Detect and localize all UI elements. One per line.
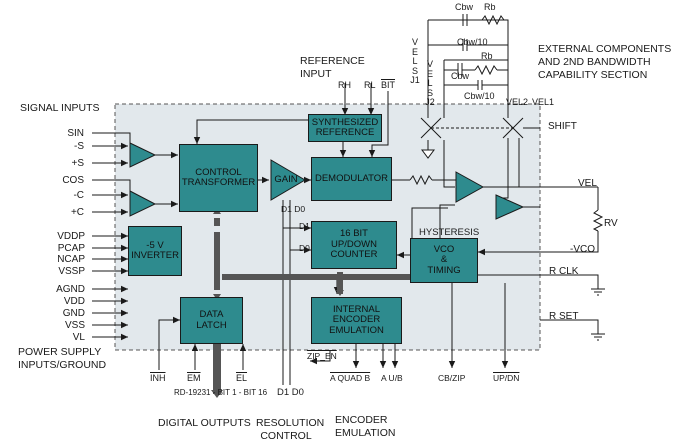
ref-pin-rl: RL: [364, 80, 376, 90]
inverter-block: -5 V INVERTER: [128, 226, 182, 276]
power-vl: VL: [72, 332, 85, 343]
digital-outputs-label: DIGITAL OUTPUTS: [158, 417, 251, 429]
pin-a-u-b: A U/B: [381, 373, 403, 383]
cbw-label-2: Cbw: [451, 71, 470, 81]
synthesized-reference-block: SYNTHESIZED REFERENCE: [308, 114, 382, 142]
input-cos: COS: [62, 175, 84, 186]
power-heading-2: INPUTS/GROUND: [18, 359, 107, 371]
rd-part-label: RD-19231 - BIT 1 - BIT 16: [174, 388, 268, 397]
vel1-label: VEL1: [532, 97, 555, 107]
pin-a-quad-b: A QUAD B: [330, 373, 371, 383]
d0-label: D0: [299, 243, 310, 253]
external-heading-1: EXTERNAL COMPONENTS: [538, 43, 672, 55]
external-heading-2: AND 2ND BANDWIDTH: [538, 56, 651, 68]
gain-block-label: GAIN: [274, 173, 298, 185]
ref-pin-bit: BIT: [381, 80, 396, 90]
cbw-label-1: Cbw: [455, 2, 474, 12]
hysteresis-label: HYSTERESIS: [419, 227, 480, 238]
pin-el: EL: [236, 373, 248, 383]
neg-vco-label: -VCO: [570, 244, 595, 255]
power-pcap: PCAP: [57, 243, 85, 254]
signal-inputs-heading: SIGNAL INPUTS: [20, 102, 100, 114]
power-vddp: VDDP: [57, 231, 85, 242]
input-neg-s: -S: [74, 141, 84, 152]
internal-bus: [211, 208, 410, 398]
cbw10-label-2: Cbw/10: [464, 91, 495, 101]
shift-label: SHIFT: [548, 121, 577, 132]
input-neg-c: -C: [73, 190, 84, 201]
rb-label-1: Rb: [484, 2, 496, 12]
data-latch-block: DATA LATCH: [180, 297, 243, 344]
rset-label: R SET: [549, 311, 579, 322]
cos-line: [92, 179, 131, 194]
ref-pin-rh: RH: [338, 80, 351, 90]
reference-input-heading-2: INPUT: [300, 68, 332, 80]
counter-block: 16 BIT UP/DOWN COUNTER: [311, 221, 397, 269]
vel-label: VEL: [578, 178, 597, 189]
velsj1-label: VELSJ1: [410, 37, 420, 86]
reference-input-heading-1: REFERENCE: [300, 55, 365, 67]
power-gnd: GND: [62, 308, 85, 319]
vel2-amp: [495, 194, 525, 220]
vel2-label: VEL2: [506, 97, 529, 107]
power-ncap: NCAP: [57, 254, 85, 265]
gain-amp: [270, 159, 306, 201]
demodulator-block: DEMODULATOR: [311, 157, 392, 201]
power-heading-1: POWER SUPPLY: [18, 346, 102, 358]
pin-inh: INH: [150, 373, 166, 383]
power-vdd: VDD: [63, 296, 85, 307]
cosine-amp: [129, 190, 157, 217]
encoder-emulation-label-2: EMULATION: [335, 427, 396, 439]
input-pos-c: +C: [70, 207, 84, 218]
rclk-label: R CLK: [549, 266, 579, 277]
velsj2-label: VELSJ2: [425, 59, 435, 108]
vco-timing-block: VCO & TIMING: [410, 238, 478, 283]
power-vssp: VSSP: [58, 266, 85, 277]
cbw10-label-1: Cbw/10: [457, 37, 488, 47]
power-agnd: AGND: [56, 284, 85, 295]
rb-label-2: Rb: [481, 51, 493, 61]
control-transformer-block: CONTROL TRANSFORMER: [179, 144, 258, 212]
encoder-emulation-label-1: ENCODER: [335, 414, 388, 426]
d1d0-bottom-label: D1 D0: [277, 387, 304, 398]
rv-label: RV: [604, 218, 618, 229]
pin-em: EM: [187, 373, 201, 383]
zip-en-label: ZIP_EN: [307, 351, 337, 361]
resolution-control-label-1: RESOLUTION: [256, 417, 325, 429]
input-sin: SIN: [67, 128, 84, 139]
input-pos-s: +S: [71, 158, 84, 169]
encoder-emulation-block: INTERNAL ENCODER EMULATION: [311, 297, 402, 344]
velocity-integrator: [455, 171, 485, 203]
power-vss: VSS: [64, 320, 85, 331]
d1d0-top-label: D1 D0: [281, 204, 306, 214]
pin-up-dn: UP/DN: [493, 373, 520, 383]
d1-label: D1: [299, 221, 310, 231]
external-heading-3: CAPABILITY SECTION: [538, 69, 648, 81]
pin-cb-zip: CB/ZIP: [438, 373, 466, 383]
resolution-control-label-2: CONTROL: [260, 430, 312, 442]
sine-amp: [129, 142, 157, 168]
